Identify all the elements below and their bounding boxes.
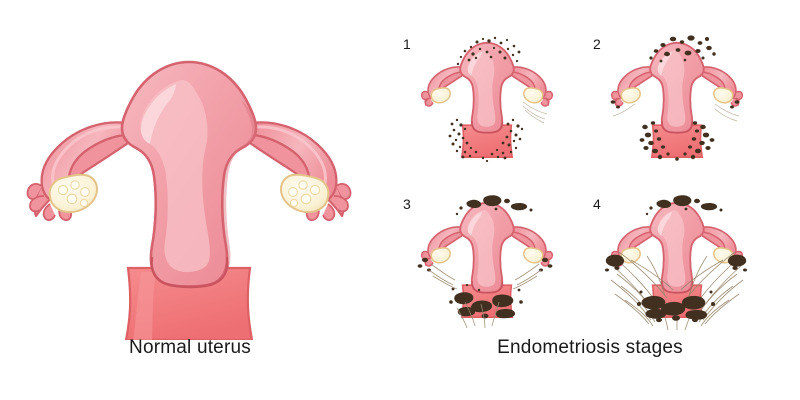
right-fimbriae bbox=[305, 183, 352, 222]
stage-2-wisps bbox=[612, 103, 740, 122]
stage-4-number: 4 bbox=[593, 196, 601, 212]
stage-2-diagram bbox=[610, 35, 743, 161]
stage-2-number: 2 bbox=[593, 36, 601, 52]
stage-3-figure bbox=[395, 190, 580, 345]
left-ovary bbox=[48, 173, 98, 214]
stage-1-wisps bbox=[522, 101, 548, 124]
normal-uterus-panel: Normal uterus bbox=[0, 0, 380, 400]
stage-1-diagram bbox=[421, 36, 553, 163]
right-ovary bbox=[280, 173, 330, 214]
vagina-group bbox=[124, 266, 254, 340]
stage-1-number: 1 bbox=[403, 36, 411, 52]
endometriosis-stages-panel: Endometriosis stages bbox=[380, 0, 800, 400]
endometriosis-stages-caption: Endometriosis stages bbox=[497, 337, 683, 358]
normal-uterus-diagram bbox=[26, 60, 352, 340]
stage-4-diagram bbox=[605, 195, 747, 331]
stage-4-figure bbox=[585, 190, 770, 345]
stage-3-adhesions bbox=[428, 263, 542, 329]
stage-1-lesions bbox=[448, 36, 524, 163]
stage-3-number: 3 bbox=[403, 196, 411, 212]
normal-uterus-caption: Normal uterus bbox=[129, 337, 251, 358]
stage-3-diagram bbox=[417, 195, 553, 329]
uterus-body bbox=[120, 60, 258, 288]
stage-3-lesions bbox=[417, 195, 553, 319]
stage-2-figure bbox=[585, 30, 770, 185]
stage-1-figure bbox=[395, 30, 580, 185]
cervix bbox=[150, 256, 229, 289]
stage-4-lesions bbox=[605, 195, 747, 323]
stage-2-lesions bbox=[610, 35, 740, 161]
